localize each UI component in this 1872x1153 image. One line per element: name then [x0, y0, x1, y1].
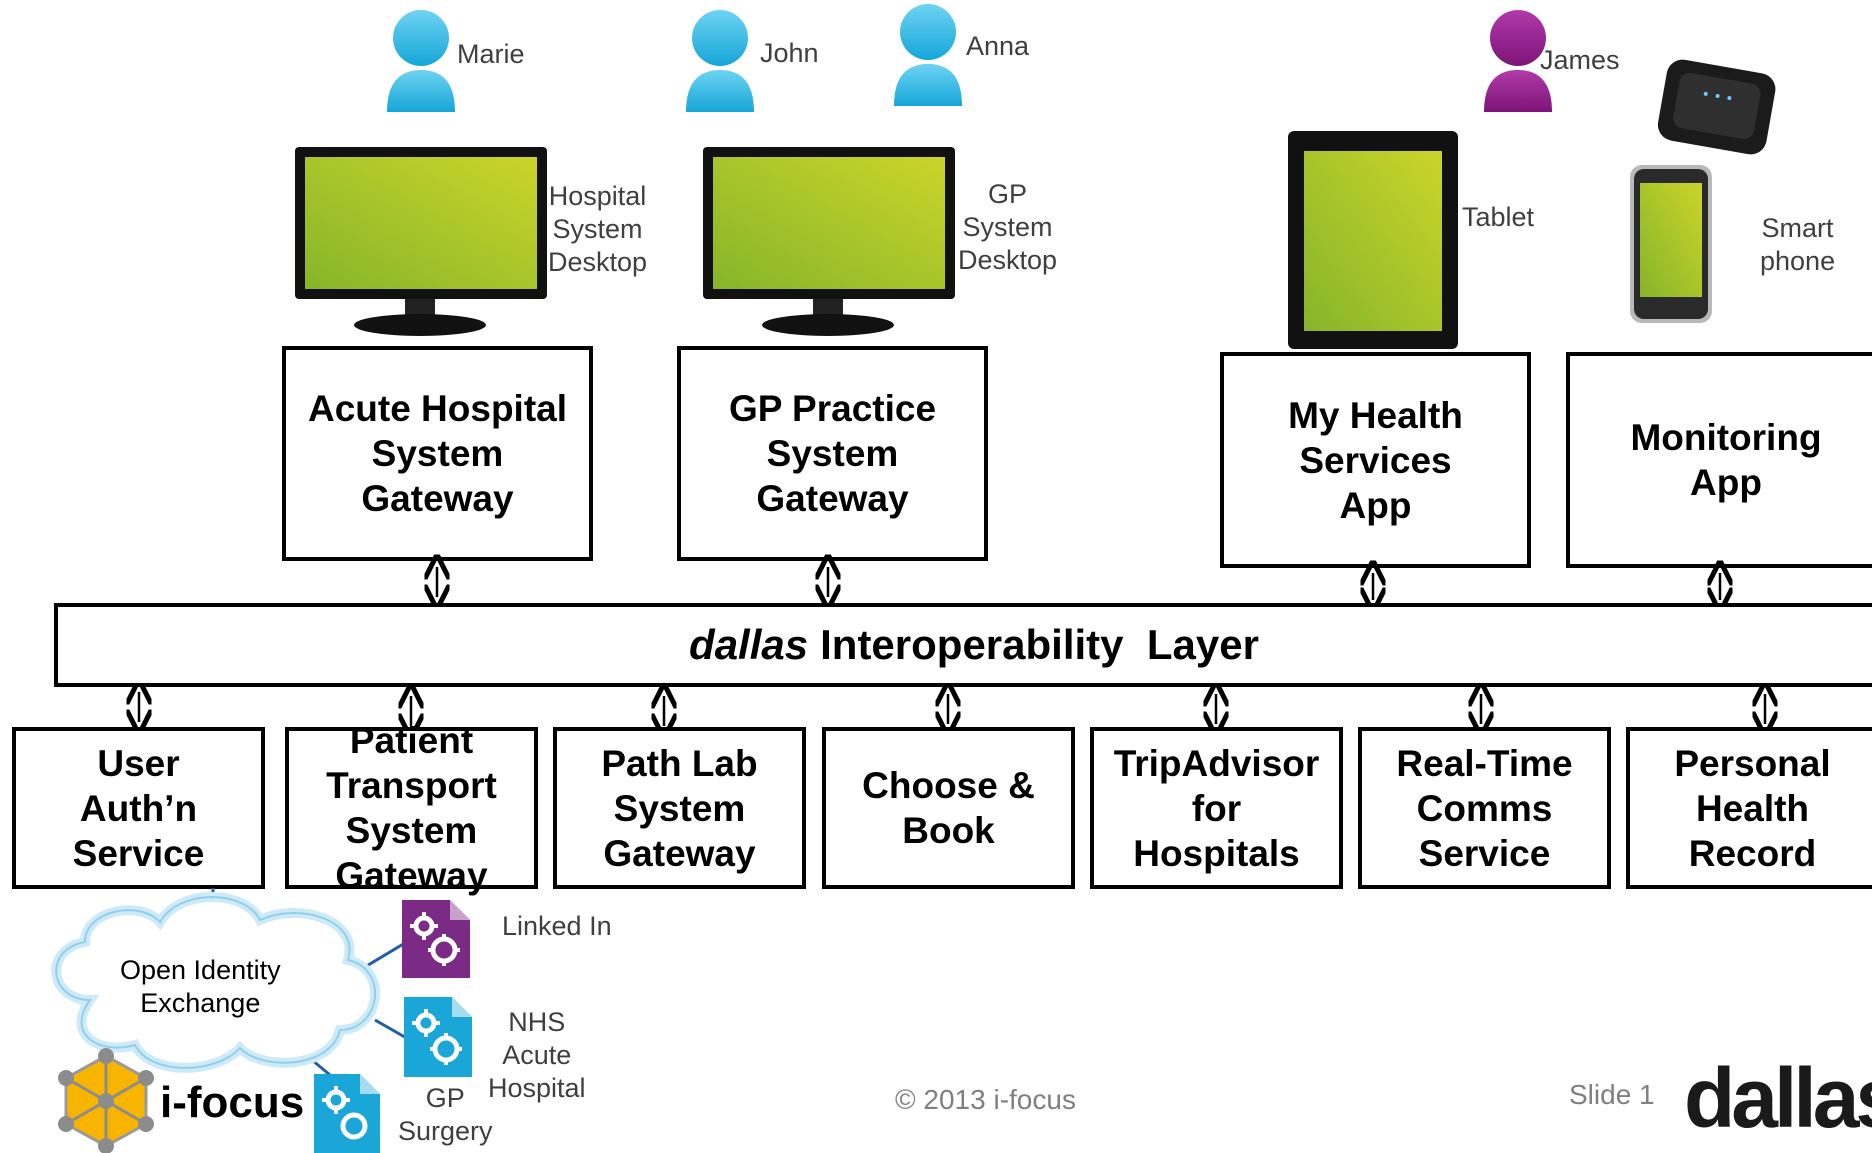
personal-health-record-label: Personal Health Record	[1674, 742, 1831, 874]
choose-and-book-label: Choose & Book	[862, 765, 1035, 851]
acute-hospital-gateway-box: Acute Hospital System Gateway	[282, 346, 593, 561]
tablet-label: Tablet	[1462, 202, 1535, 232]
gp-practice-gateway-label: GP Practice System Gateway	[728, 388, 937, 519]
i-focus-logo-icon	[58, 1048, 154, 1153]
personal-health-record-box: Personal Health Record	[1626, 727, 1872, 889]
my-health-services-app-box: My Health Services App	[1220, 352, 1531, 568]
gp-surgery-gear-icon	[314, 1074, 380, 1153]
hospital-desktop-monitor-icon	[295, 147, 547, 336]
user-name-john: John	[760, 38, 819, 68]
patient-transport-gateway-box: Patient Transport System Gateway	[285, 720, 538, 896]
layer-title: Interoperability Layer	[820, 621, 1259, 668]
person-icon-james	[1484, 10, 1552, 112]
open-identity-exchange-label: Open Identity Exchange	[120, 955, 281, 1018]
gp-practice-gateway-box: GP Practice System Gateway	[677, 346, 988, 561]
nhs-hospital-label: NHS Acute Hospital	[488, 1007, 586, 1103]
path-lab-gateway-label: Path Lab System Gateway	[601, 742, 758, 874]
acute-hospital-gateway-label: Acute Hospital System Gateway	[307, 388, 568, 519]
mifi-device-icon	[1657, 59, 1776, 155]
person-icon-john	[686, 10, 754, 112]
open-identity-exchange-cloud	[51, 888, 411, 1077]
user-auth-service-box: User Auth’n Service	[12, 727, 265, 889]
smartphone-label: Smart phone	[1760, 213, 1836, 276]
user-auth-service-label: User Auth’n Service	[72, 742, 205, 874]
slide-number: Slide 1	[1569, 1079, 1655, 1110]
user-name-marie: Marie	[457, 39, 525, 69]
real-time-comms-box: Real-Time Comms Service	[1358, 727, 1611, 889]
tablet-icon	[1288, 131, 1458, 349]
person-icon-marie	[387, 10, 455, 112]
smartphone-icon	[1630, 165, 1712, 323]
layer-brand: dallas	[689, 621, 809, 668]
monitoring-app-label: Monitoring App	[1630, 417, 1822, 503]
path-lab-gateway-box: Path Lab System Gateway	[553, 727, 806, 889]
linkedin-label: Linked In	[502, 911, 612, 941]
nhs-hospital-gear-icon	[404, 997, 472, 1077]
person-icon-anna	[894, 4, 962, 106]
i-focus-logo-text: i-focus	[160, 1078, 305, 1127]
dallas-logo: dallas	[1684, 1051, 1872, 1145]
connector-arrows-upper	[0, 0, 1872, 760]
user-name-james: James	[1540, 45, 1620, 75]
choose-and-book-box: Choose & Book	[822, 727, 1075, 889]
tripadvisor-for-hospitals-label: TripAdvisor for Hospitals	[1113, 742, 1320, 874]
user-name-anna: Anna	[966, 31, 1030, 61]
interoperability-layer-bar: dallas Interoperability Layer	[54, 603, 1872, 687]
linkedin-gear-icon	[402, 900, 470, 978]
my-health-services-app-label: My Health Services App	[1288, 394, 1463, 526]
gp-surgery-label: GP Surgery	[398, 1083, 493, 1146]
patient-transport-gateway-label: Patient Transport System Gateway	[326, 720, 497, 896]
gp-desktop-monitor-icon	[703, 147, 955, 336]
monitoring-app-box: Monitoring App	[1566, 352, 1872, 568]
gp-desktop-label: GP System Desktop	[958, 179, 1058, 275]
copyright-text: © 2013 i-focus	[895, 1084, 1076, 1115]
real-time-comms-label: Real-Time Comms Service	[1396, 742, 1573, 874]
hospital-desktop-label: Hospital System Desktop	[548, 181, 648, 277]
tripadvisor-for-hospitals-box: TripAdvisor for Hospitals	[1090, 727, 1343, 889]
